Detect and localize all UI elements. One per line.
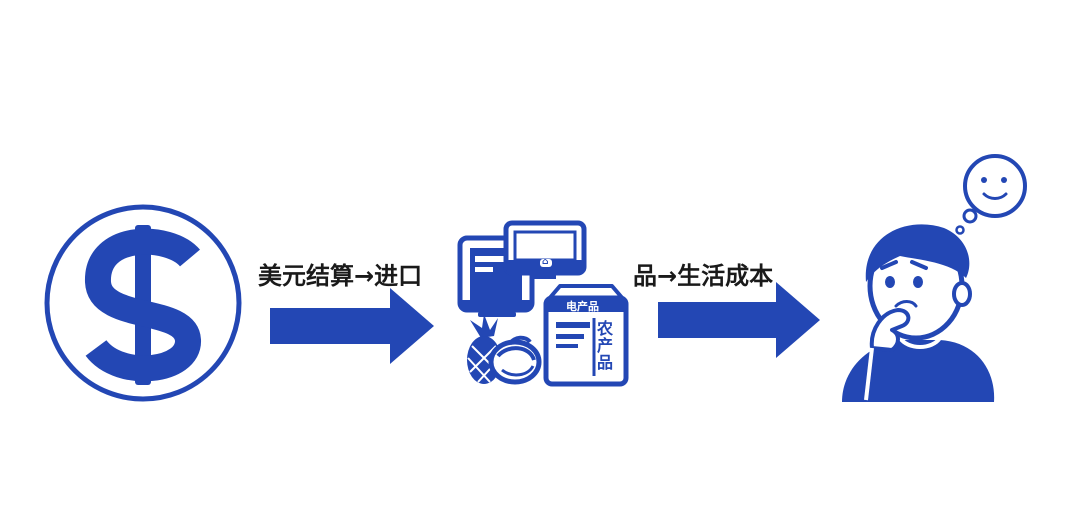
thinking-person-icon: [842, 224, 995, 402]
arrow-right: [658, 282, 820, 358]
monitor-screen-glyph: ⌂: [542, 257, 549, 267]
carton-top-text: 电产品: [566, 300, 599, 313]
electronics-icon: [457, 220, 587, 317]
label-usd-settlement-import: 美元结算→进口: [258, 262, 423, 290]
dollar-icon: [44, 204, 242, 402]
arrow-left: [270, 288, 434, 364]
food-icon: [467, 314, 542, 385]
carton-side-text: 农产品: [597, 319, 614, 372]
label-goods-living-cost: 品→生活成本: [633, 262, 774, 290]
smiley-thought-bubble-icon: [955, 154, 1027, 235]
milk-carton-icon: [543, 284, 629, 387]
